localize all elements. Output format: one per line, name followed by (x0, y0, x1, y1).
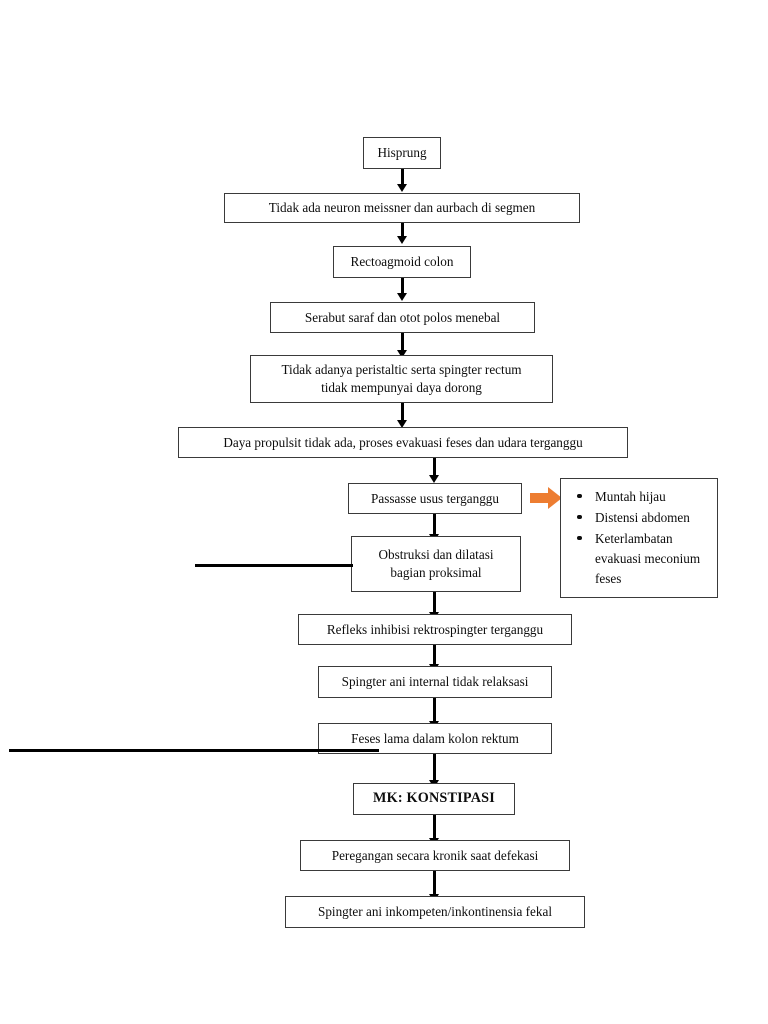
flow-node-mk-konstipasi[interactable]: MK: KONSTIPASI (353, 783, 515, 815)
flow-node-peregangan-kronik[interactable]: Peregangan secara kronik saat defekasi (300, 840, 570, 871)
flow-node-label: Tidak adanya peristaltic serta spingter … (281, 362, 522, 395)
flow-node-obstruksi-dilatasi[interactable]: Obstruksi dan dilatasi bagian proksimal (351, 536, 521, 592)
left-connector-line-lower (9, 749, 379, 752)
flow-node-label: Rectoagmoid colon (350, 254, 454, 270)
flow-node-label: Spingter ani internal tidak relaksasi (341, 674, 529, 690)
flow-node-feses-lama[interactable]: Feses lama dalam kolon rektum (318, 723, 552, 754)
flow-node-label: Hisprung (377, 145, 427, 161)
flow-node-label: Peregangan secara kronik saat defekasi (331, 847, 539, 863)
flow-node-spingter-ani-inkompeten[interactable]: Spingter ani inkompeten/inkontinensia fe… (285, 896, 585, 928)
orange-arrow-icon (530, 487, 562, 509)
flow-node-label: Tidak ada neuron meissner dan aurbach di… (268, 200, 536, 216)
flow-node-tidak-ada-neuron[interactable]: Tidak ada neuron meissner dan aurbach di… (224, 193, 580, 223)
flow-node-passasse-usus[interactable]: Passasse usus terganggu (348, 483, 522, 514)
flow-node-tidak-adanya-peristaltic[interactable]: Tidak adanya peristaltic serta spingter … (250, 355, 553, 403)
list-item: Distensi abdomen (577, 508, 711, 528)
bullet-icon (577, 535, 582, 541)
flow-node-hisprung[interactable]: Hisprung (363, 137, 441, 169)
flow-node-label: MK: KONSTIPASI (373, 790, 495, 807)
flow-node-label: Passasse usus terganggu (371, 490, 499, 506)
flow-node-label: Serabut saraf dan otot polos menebal (304, 309, 501, 325)
left-connector-line-upper (195, 564, 353, 567)
list-item: Muntah hijau (577, 487, 711, 507)
flow-node-label: Refleks inhibisi rektrospingter tergangg… (326, 621, 544, 637)
list-item: Keterlambatan evakuasi meconium feses (577, 529, 711, 589)
list-item-label: Keterlambatan evakuasi meconium feses (595, 531, 701, 587)
bullet-icon (577, 493, 582, 499)
flow-node-spingter-ani-internal[interactable]: Spingter ani internal tidak relaksasi (318, 666, 552, 698)
flow-node-label: Obstruksi dan dilatasi bagian proksimal (378, 547, 494, 580)
flow-node-serabut-saraf[interactable]: Serabut saraf dan otot polos menebal (270, 302, 535, 333)
flow-node-rectoagmoid-colon[interactable]: Rectoagmoid colon (333, 246, 471, 278)
list-item-label: Muntah hijau (595, 489, 666, 504)
symptoms-list: Muntah hijau Distensi abdomen Keterlamba… (571, 487, 711, 589)
symptoms-box[interactable]: Muntah hijau Distensi abdomen Keterlamba… (560, 478, 718, 598)
flow-node-label: Daya propulsit tidak ada, proses evakuas… (223, 434, 583, 450)
list-item-label: Distensi abdomen (595, 510, 690, 526)
flow-node-refleks-inhibisi[interactable]: Refleks inhibisi rektrospingter tergangg… (298, 614, 572, 645)
flow-node-label: Spingter ani inkompeten/inkontinensia fe… (317, 904, 553, 920)
flow-node-daya-propulsit[interactable]: Daya propulsit tidak ada, proses evakuas… (178, 427, 628, 458)
flow-node-label: Feses lama dalam kolon rektum (351, 730, 519, 746)
bullet-icon (577, 514, 582, 520)
